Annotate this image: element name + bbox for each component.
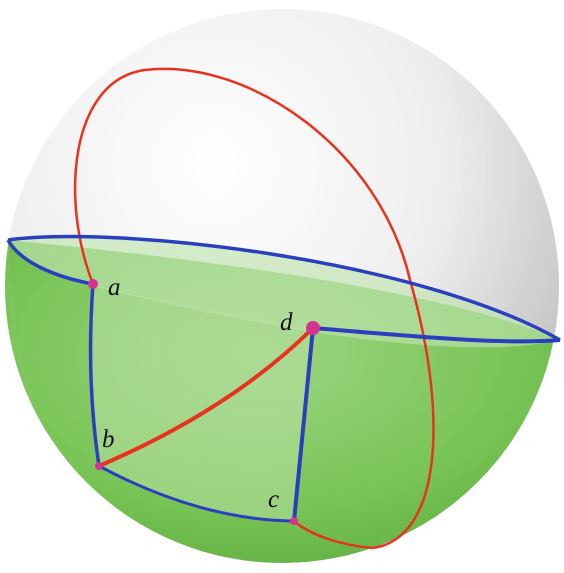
point-b xyxy=(95,462,103,470)
red-geodesic-bd xyxy=(98,326,315,468)
blue-equator xyxy=(7,234,561,342)
blue-edge-bc xyxy=(98,464,295,523)
blue-edge-cd xyxy=(292,327,315,522)
label-d: d xyxy=(280,309,293,336)
quadrilateral-region xyxy=(90,284,313,521)
point-c xyxy=(290,517,298,525)
red-great-circle-front xyxy=(293,520,373,550)
label-b: b xyxy=(102,426,115,453)
point-a xyxy=(88,279,98,289)
label-c: c xyxy=(268,486,279,513)
label-a: a xyxy=(108,274,121,301)
blue-equator-front xyxy=(6,239,94,286)
red-great-circle-back xyxy=(73,67,435,550)
equatorial-plane xyxy=(8,236,559,348)
point-d xyxy=(306,321,320,335)
blue-edge-ab xyxy=(88,283,101,467)
blue-segment-d-right xyxy=(312,326,561,344)
